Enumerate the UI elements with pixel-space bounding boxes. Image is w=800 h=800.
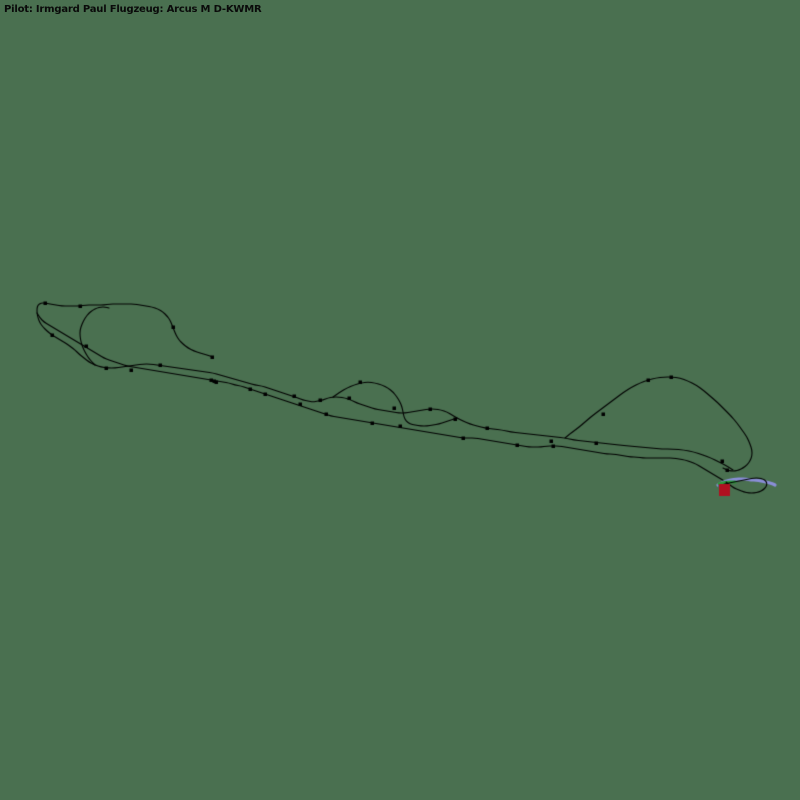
page-title: Pilot: Irmgard Paul Flugzeug: Arcus M D-… bbox=[4, 4, 262, 15]
